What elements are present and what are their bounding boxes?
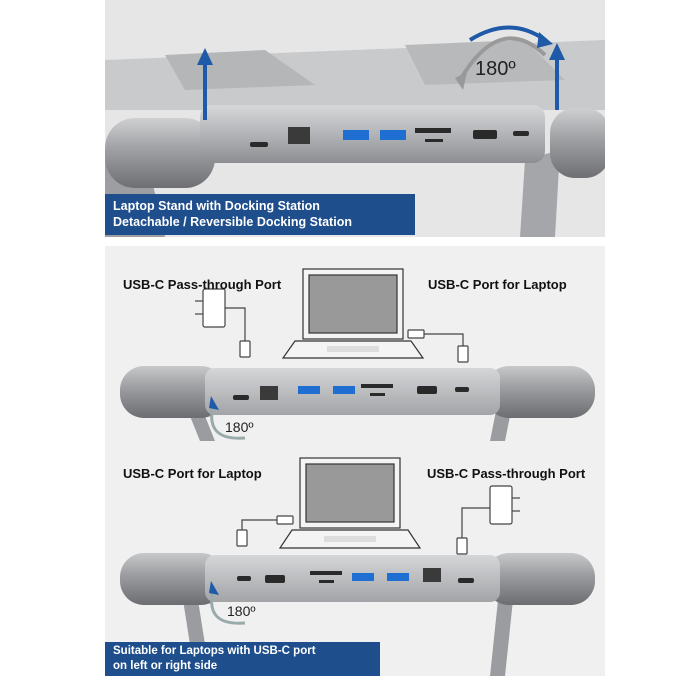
usb-port xyxy=(387,573,409,581)
usbc-power-port xyxy=(458,578,474,583)
hinge-cylinder xyxy=(105,118,215,188)
usb-port xyxy=(380,130,406,140)
sd-slot xyxy=(310,571,342,575)
caption-line-1: Laptop Stand with Docking Station xyxy=(113,199,320,213)
cable-icon xyxy=(407,329,469,363)
hdmi-port xyxy=(417,386,437,394)
hinge-cylinder xyxy=(120,366,225,418)
bottom-caption: Suitable for Laptops with USB-C port on … xyxy=(105,642,380,676)
usbc-laptop-port xyxy=(237,576,251,581)
caption-line-2: on left or right side xyxy=(113,660,218,672)
usbc-laptop-port xyxy=(513,131,529,136)
pass-through-port-label: USB-C Pass-through Port xyxy=(427,466,586,481)
sd-slot xyxy=(361,384,393,388)
top-caption: Laptop Stand with Docking Station Detach… xyxy=(105,194,415,235)
pass-through-port-label: USB-C Pass-through Port xyxy=(123,277,282,292)
rotate-arrow-icon xyxy=(458,36,547,82)
sd-slot xyxy=(415,128,451,133)
usb-port xyxy=(298,386,320,394)
rotation-label: 180º xyxy=(227,603,255,619)
usbc-laptop-port xyxy=(455,387,469,392)
ethernet-port xyxy=(260,386,278,400)
hdmi-port xyxy=(265,575,285,583)
usb-port xyxy=(352,573,374,581)
cable-icon xyxy=(236,515,294,547)
hdmi-port xyxy=(473,130,497,139)
usb-port xyxy=(343,130,369,140)
caption-line-2: Detachable / Reversible Docking Station xyxy=(113,215,352,229)
caption-line-1: Suitable for Laptops with USB-C port xyxy=(113,645,316,657)
bottom-diagram-panel: 180º xyxy=(105,246,605,676)
rotate-arrow-icon xyxy=(210,590,246,625)
hinge-cylinder xyxy=(485,366,595,418)
laptop-icon xyxy=(281,268,425,359)
micro-sd-slot xyxy=(319,580,334,583)
ethernet-port xyxy=(423,568,441,582)
laptop-port-label: USB-C Port for Laptop xyxy=(428,277,567,292)
configuration-diagram: 180º xyxy=(120,268,595,676)
top-photo-panel: 180º Laptop Stand with Docking Station D… xyxy=(105,0,605,237)
laptop-stand-illustration: 180º xyxy=(105,25,605,237)
hinge-cylinder xyxy=(120,553,225,605)
usbc-power-port xyxy=(250,142,268,147)
micro-sd-slot xyxy=(370,393,385,396)
charger-icon xyxy=(456,485,520,555)
stand-leg xyxy=(520,150,560,237)
rotation-label: 180º xyxy=(225,419,253,435)
hinge-cylinder xyxy=(485,553,595,605)
docking-station xyxy=(200,105,545,163)
micro-sd-slot xyxy=(425,139,443,142)
charger-icon xyxy=(195,288,251,358)
usb-port xyxy=(333,386,355,394)
usbc-power-port xyxy=(233,395,249,400)
ethernet-port xyxy=(288,127,310,144)
hinge-cylinder xyxy=(550,108,605,178)
rotation-label: 180º xyxy=(475,58,516,80)
laptop-icon xyxy=(278,457,422,549)
rotate-arrow-icon xyxy=(210,405,246,440)
laptop-port-label: USB-C Port for Laptop xyxy=(123,466,262,481)
